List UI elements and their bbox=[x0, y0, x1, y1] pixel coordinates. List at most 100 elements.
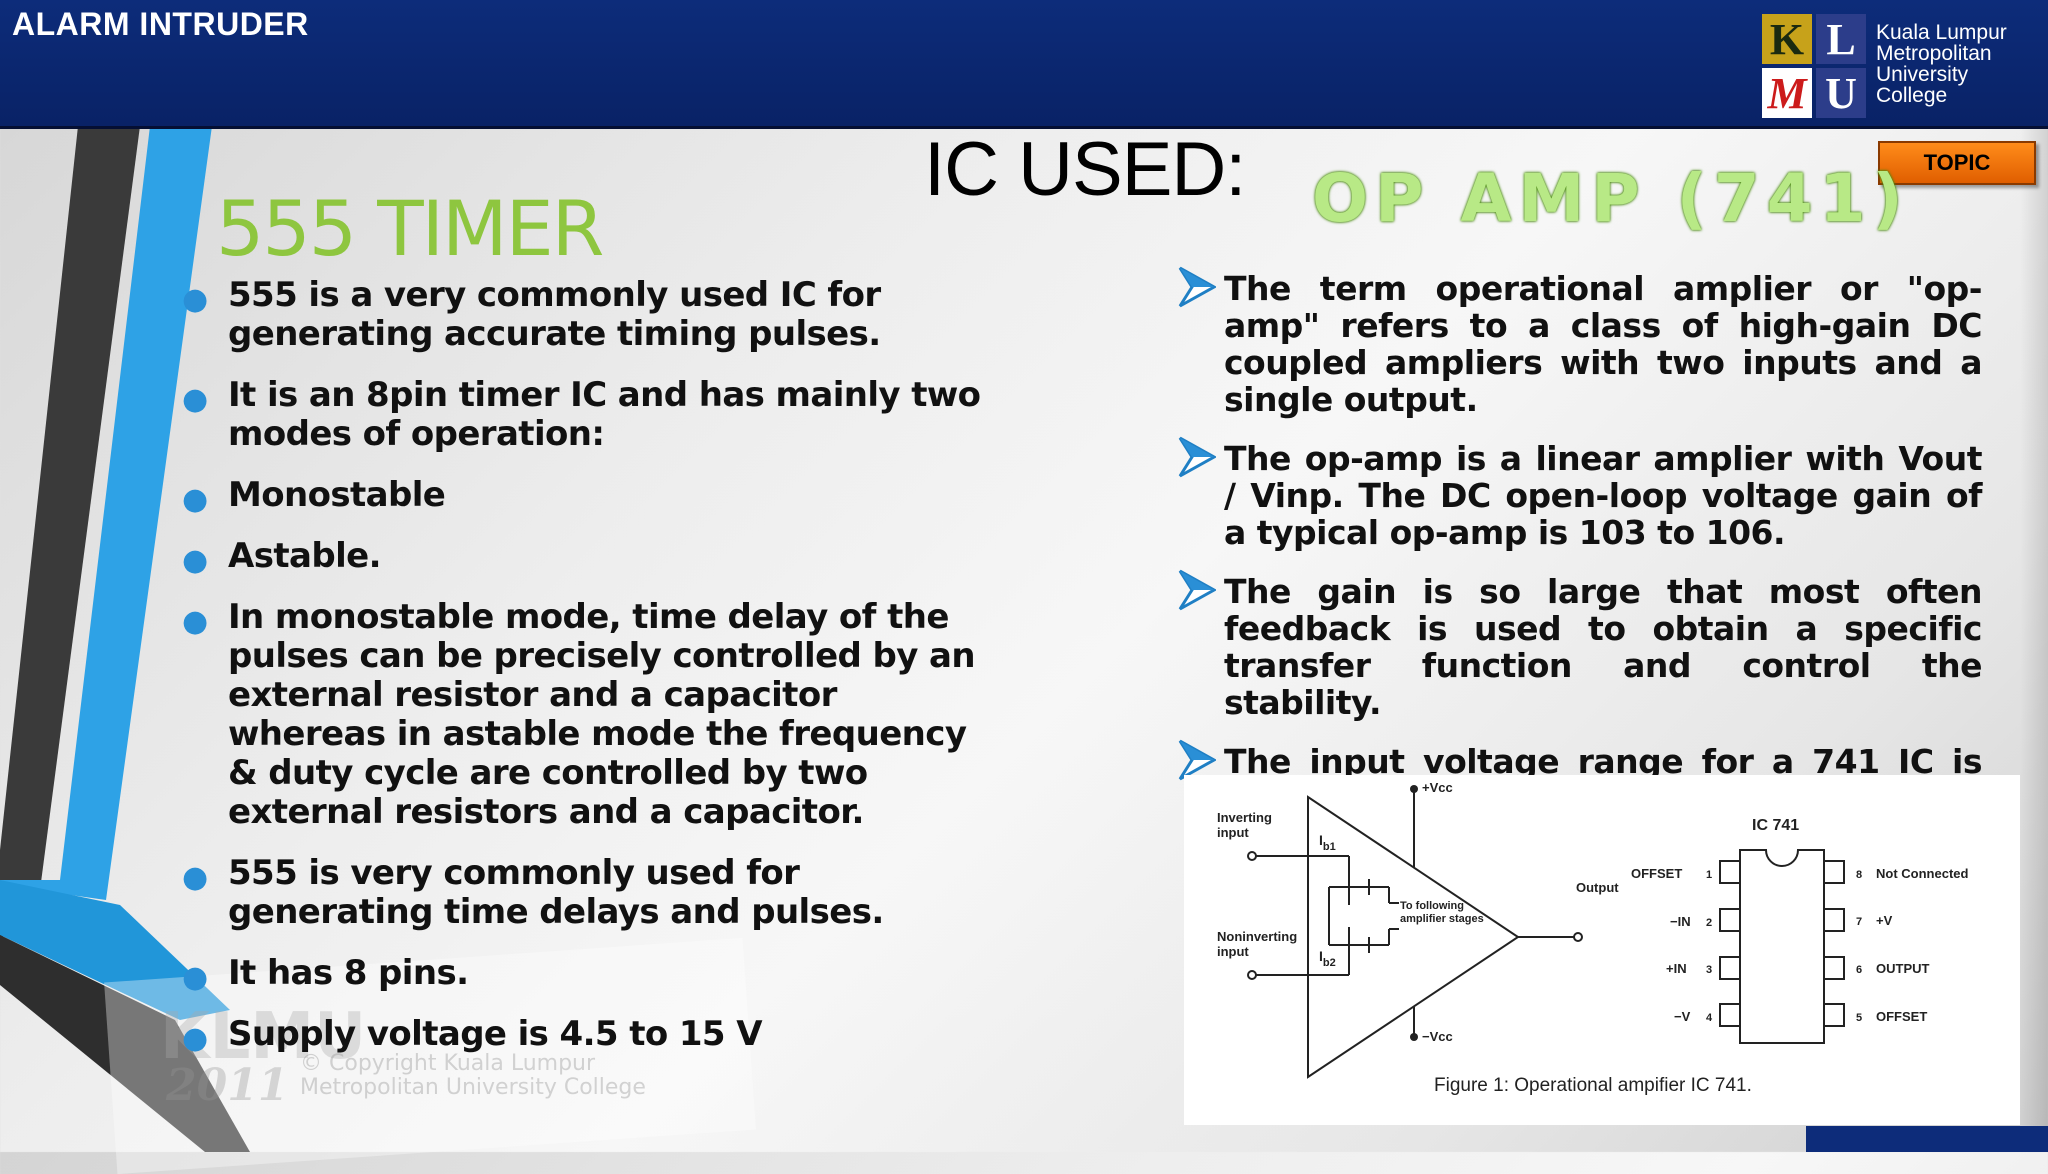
vcc-plus-label: +Vcc bbox=[1422, 780, 1453, 795]
inverting-input-terminal bbox=[1247, 851, 1257, 861]
stripe-dark-lower bbox=[0, 935, 250, 1152]
pin-number: 4 bbox=[1706, 1012, 1713, 1024]
watermark-copyright-line: Metropolitan University College bbox=[300, 1075, 646, 1100]
ib1-subscript: b1 bbox=[1323, 841, 1336, 853]
list-item-text: The op-amp is a linear amplier with Vout… bbox=[1224, 439, 1983, 552]
logo-tile-l: L bbox=[1816, 14, 1866, 64]
opamp-heading: OP AMP (741) bbox=[1312, 160, 1910, 237]
pin-box bbox=[1719, 956, 1741, 980]
pin-box bbox=[1823, 860, 1845, 884]
output-label: Output bbox=[1576, 880, 1619, 895]
bullet-icon: ● bbox=[182, 382, 208, 417]
list-item: ● 555 is very commonly used for generati… bbox=[182, 854, 1002, 932]
list-item-text: 555 is very commonly used for generating… bbox=[228, 853, 884, 932]
pin-number: 2 bbox=[1706, 917, 1712, 929]
ic-label: IC 741 bbox=[1752, 817, 1799, 834]
pin-number: 6 bbox=[1856, 964, 1862, 976]
ib2-symbol: I bbox=[1319, 948, 1323, 964]
list-item: The gain is so large that most often fee… bbox=[1178, 569, 1983, 722]
university-name: Kuala Lumpur Metropolitan University Col… bbox=[1876, 22, 2007, 106]
bullet-icon: ● bbox=[182, 860, 208, 895]
list-item-text: 555 is a very commonly used IC for gener… bbox=[228, 275, 881, 354]
pin-number: 8 bbox=[1856, 869, 1862, 881]
pin-box bbox=[1719, 1003, 1741, 1027]
list-item: ● Astable. bbox=[182, 536, 1002, 579]
list-item: ● 555 is a very commonly used IC for gene… bbox=[182, 276, 1002, 354]
vcc-plus-dot bbox=[1410, 785, 1418, 793]
list-item-text: In monostable mode, time delay of the pu… bbox=[228, 597, 976, 832]
watermark-year: 2011 bbox=[166, 1060, 289, 1111]
list-item: ● Monostable bbox=[182, 475, 1002, 518]
opamp-bullet-list: The term operational amplier or "op-amp"… bbox=[1178, 266, 1983, 839]
bottom-accent-bar bbox=[1806, 1126, 2048, 1152]
pin-box bbox=[1719, 860, 1741, 884]
noninverting-input-terminal bbox=[1247, 970, 1257, 980]
timer-bullet-list: ● 555 is a very commonly used IC for gene… bbox=[182, 276, 1002, 1076]
list-item-text: It is an 8pin timer IC and has mainly tw… bbox=[228, 375, 981, 454]
ib2-subscript: b2 bbox=[1323, 957, 1336, 969]
logo-tile-u: U bbox=[1816, 68, 1866, 118]
logo-tile-k: K bbox=[1762, 14, 1812, 64]
inverting-input-label: Inverting bbox=[1217, 810, 1272, 825]
pin-number: 7 bbox=[1856, 916, 1862, 928]
right-edge-shade bbox=[2020, 126, 2048, 1126]
vcc-minus-label: −Vcc bbox=[1422, 1029, 1453, 1044]
opamp-figure: +Vcc −Vcc Inverting input Noninverting i… bbox=[1184, 775, 2020, 1125]
ib1-symbol: I bbox=[1319, 832, 1323, 848]
pin-label: +V bbox=[1876, 913, 1893, 928]
stripe-blue bbox=[0, 126, 212, 900]
bullet-icon: ● bbox=[182, 604, 208, 639]
watermark-logo-text: KLMU bbox=[160, 1000, 367, 1074]
pin-box bbox=[1823, 956, 1845, 980]
header-bar: ALARM INTRUDER K L M U Kuala Lumpur Metr… bbox=[0, 0, 2048, 129]
pin-number: 3 bbox=[1706, 964, 1712, 976]
stripe-blue-lower bbox=[0, 880, 230, 1020]
inverting-input-label: input bbox=[1217, 825, 1249, 840]
pin-label: −IN bbox=[1670, 914, 1691, 929]
following-stages-label: To following bbox=[1400, 900, 1464, 912]
list-item: ● It is an 8pin timer IC and has mainly t… bbox=[182, 376, 1002, 454]
logo-tile-m: M bbox=[1762, 68, 1812, 118]
ib2-label: Ib2 bbox=[1319, 948, 1336, 969]
topic-button[interactable]: TOPIC bbox=[1878, 141, 2036, 185]
slide-title: IC USED: bbox=[924, 127, 1246, 212]
pin-label: OFFSET bbox=[1631, 866, 1682, 881]
list-item-text: The term operational amplier or "op-amp"… bbox=[1224, 269, 1983, 419]
list-item: The op-amp is a linear amplier with Vout… bbox=[1178, 436, 1983, 552]
pin-label: OFFSET bbox=[1876, 1009, 1927, 1024]
figure-caption: Figure 1: Operational ampifier IC 741. bbox=[1434, 1075, 1752, 1096]
pin-box bbox=[1823, 908, 1845, 932]
bullet-icon: ● bbox=[182, 1021, 208, 1056]
ic-package bbox=[1739, 849, 1825, 1044]
noninverting-input-label: Noninverting bbox=[1217, 929, 1297, 944]
ib1-label: Ib1 bbox=[1319, 832, 1336, 853]
list-item-text: Monostable bbox=[228, 475, 446, 515]
arrow-bullet-icon bbox=[1178, 569, 1216, 611]
watermark-copyright-line: © Copyright Kuala Lumpur bbox=[300, 1051, 596, 1076]
bullet-icon: ● bbox=[182, 282, 208, 317]
pin-label: −V bbox=[1674, 1009, 1691, 1024]
list-item-text: Astable. bbox=[228, 536, 382, 576]
list-item-text: The gain is so large that most often fee… bbox=[1224, 572, 1983, 722]
pin-box bbox=[1823, 1003, 1845, 1027]
pin-number: 5 bbox=[1856, 1012, 1862, 1024]
arrow-bullet-icon bbox=[1178, 436, 1216, 478]
list-item-text: Supply voltage is 4.5 to 15 V bbox=[228, 1014, 763, 1054]
pin-label: +IN bbox=[1666, 961, 1687, 976]
output-terminal bbox=[1573, 932, 1583, 942]
arrow-bullet-icon bbox=[1178, 266, 1216, 308]
vcc-minus-dot bbox=[1410, 1033, 1418, 1041]
list-item: ● Supply voltage is 4.5 to 15 V bbox=[182, 1014, 1002, 1057]
presentation-title: ALARM INTRUDER bbox=[12, 6, 309, 42]
pin-label: Not Connected bbox=[1876, 866, 1969, 881]
list-item: ●It has 8 pins. bbox=[182, 954, 1002, 996]
university-name-line: College bbox=[1876, 84, 1948, 107]
bullet-icon: ● bbox=[182, 482, 208, 517]
noninverting-input-label: input bbox=[1217, 944, 1249, 959]
timer-heading: 555 TIMER bbox=[216, 184, 604, 273]
bullet-icon: ● bbox=[182, 543, 208, 578]
opamp-diagram: +Vcc −Vcc Inverting input Noninverting i… bbox=[1217, 780, 1969, 1096]
pin-box bbox=[1719, 908, 1741, 932]
list-item: The term operational amplier or "op-amp"… bbox=[1178, 266, 1983, 419]
